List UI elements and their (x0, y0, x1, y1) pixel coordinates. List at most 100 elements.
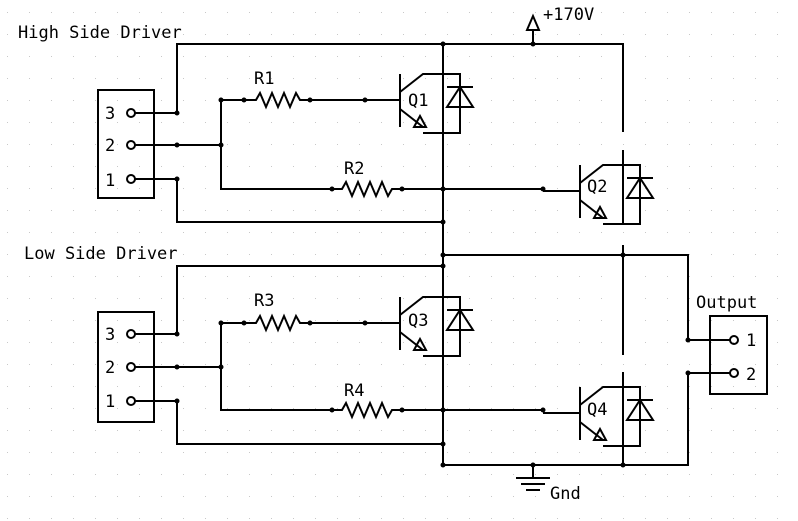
wire-ground-output (442, 356, 730, 466)
wire-midpoint-output (443, 254, 730, 341)
junction-dot (685, 337, 691, 343)
high-pin-2-label: 2 (105, 136, 115, 156)
output-pin-1-label: 1 (746, 331, 756, 351)
low-pin-1-label: 1 (105, 392, 115, 412)
junction-dot (530, 41, 536, 47)
junction-dot (540, 407, 546, 413)
transistor-label-q4: Q4 (587, 400, 607, 420)
junction-dot (440, 186, 446, 192)
junction-dot (540, 186, 546, 192)
high-pin-3-label: 3 (105, 104, 115, 124)
low-pin-2-label: 2 (105, 358, 115, 378)
low-side-title: Low Side Driver (24, 244, 178, 264)
junction-dot (218, 364, 224, 370)
wires (135, 43, 730, 466)
transistor-body (543, 372, 641, 447)
wire-supply-rail (135, 43, 624, 132)
junction-dot (218, 142, 224, 148)
transistor-label-q3: Q3 (408, 311, 428, 331)
junction-dot (620, 252, 626, 258)
high-pin-1-terminal (126, 174, 136, 184)
transistor-label-q2: Q2 (587, 177, 607, 197)
high-side-title: High Side Driver (18, 23, 182, 43)
supply-label: +170V (543, 5, 594, 25)
resistor-label-r3: R3 (254, 291, 274, 311)
resistor-r4-symbol (332, 400, 402, 420)
wire-low-pin2-r3 (135, 322, 244, 368)
transistor-body (543, 150, 641, 225)
junction-dot (329, 186, 335, 192)
junction-dot (440, 263, 446, 269)
resistor-label-r1: R1 (254, 69, 274, 89)
resistor-r1-symbol (244, 90, 310, 110)
junction-dot (218, 97, 224, 103)
low-pin-2-terminal (126, 362, 136, 372)
emitter-arrow (412, 336, 428, 351)
wire-high-pin2-r2 (220, 145, 332, 190)
junction-dot (174, 110, 180, 116)
transistor-q1-symbol (363, 59, 475, 134)
junction-dot (307, 320, 313, 326)
junction-dot (307, 97, 313, 103)
junction-dot (399, 407, 405, 413)
low-pin-1-terminal (126, 396, 136, 406)
high-pin-3-terminal (126, 108, 136, 118)
low-pin-3-terminal (126, 329, 136, 339)
grid-dots (7, 12, 778, 519)
emitter-arrow (592, 204, 608, 219)
transistor-q2-symbol (543, 150, 655, 225)
junction-dot (685, 370, 691, 376)
junction-dot (440, 407, 446, 413)
resistor-label-r4: R4 (344, 381, 364, 401)
emitter-arrow (592, 426, 608, 441)
low-pin-3-label: 3 (105, 325, 115, 345)
junction-dot (329, 407, 335, 413)
output-pin-2-terminal (729, 368, 739, 378)
junction-dot (218, 320, 224, 326)
junction-dot (620, 462, 626, 468)
junction-dot (440, 462, 446, 468)
junction-dot (174, 398, 180, 404)
output-connector-body (709, 315, 768, 395)
junction-dots (174, 41, 691, 468)
resistor-label-r2: R2 (344, 159, 364, 179)
diode-symbol (445, 85, 475, 108)
junction-dot (362, 320, 368, 326)
transistor-label-q1: Q1 (408, 91, 428, 111)
wire-low-pin2-r4 (220, 367, 332, 411)
output-title: Output (696, 293, 757, 313)
junction-dot (174, 364, 180, 370)
junction-dot (241, 320, 247, 326)
wire-low-pin3 (135, 255, 444, 335)
transistor-q3-symbol (363, 282, 475, 357)
ground-icon (516, 465, 550, 491)
transistor-q4-symbol (543, 372, 655, 447)
junction-dot (440, 41, 446, 47)
junction-dot (440, 252, 446, 258)
junction-dot (174, 331, 180, 337)
junction-dot (362, 97, 368, 103)
transistor-body (363, 59, 461, 134)
junction-dot (440, 441, 446, 447)
junction-dot (440, 219, 446, 225)
junction-dot (174, 142, 180, 148)
ground-label: Gnd (550, 484, 581, 504)
resistor-r2-symbol (332, 179, 402, 199)
junction-dot (530, 462, 536, 468)
diode-symbol (625, 398, 655, 421)
wire-high-pin1-return (135, 178, 443, 223)
diode-symbol (445, 308, 475, 331)
high-pin-1-label: 1 (105, 171, 115, 191)
junction-dot (174, 176, 180, 182)
diode-symbol (625, 176, 655, 199)
supply-arrow-icon (525, 13, 541, 44)
output-pin-2-label: 2 (746, 365, 756, 385)
high-pin-2-terminal (126, 140, 136, 150)
output-connector: 1 2 (709, 315, 768, 395)
emitter-arrow (412, 113, 428, 128)
junction-dot (241, 97, 247, 103)
junction-dot (399, 186, 405, 192)
resistor-r3-symbol (244, 313, 310, 333)
